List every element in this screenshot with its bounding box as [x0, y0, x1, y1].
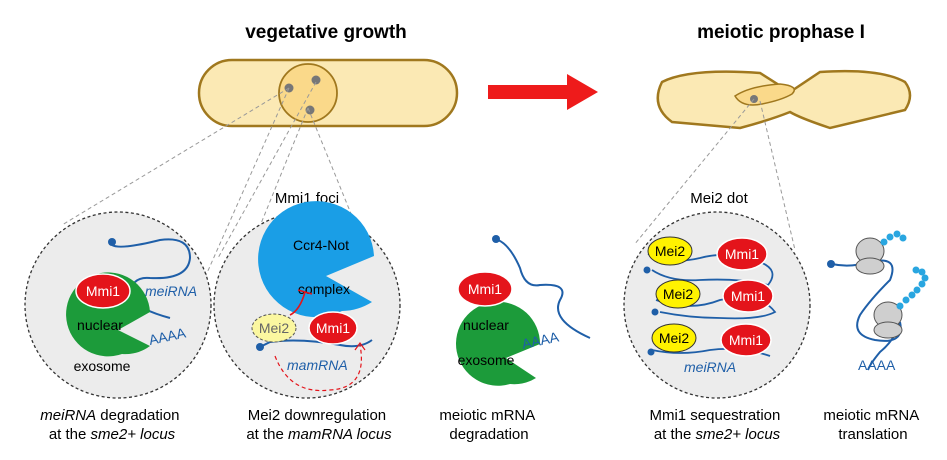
nascent-peptide — [896, 266, 929, 310]
caption-4-line1: Mmi1 sequestration — [649, 407, 780, 424]
rna-5prime-cap — [108, 238, 116, 246]
caption-mei2-downregulation: Mei2 downregulation at the mamRNA locus — [246, 407, 392, 443]
mmi1-protein — [722, 279, 774, 313]
zoom-panel-meirna-degradation: Mmi1 nuclear exosome meiRNA AAAA — [24, 211, 212, 399]
ccr4-not-label: Ccr4-Not — [293, 237, 349, 253]
exosome-label: exosome — [458, 352, 515, 368]
ccr4-not-complex — [258, 201, 374, 318]
mmi1-label: Mmi1 — [729, 332, 763, 348]
caption-1-italic: meiRNA — [40, 407, 96, 424]
mmi1-label: Mmi1 — [86, 283, 120, 299]
caption-meirna-degradation: meiRNA degradation at the sme2+ locus — [40, 407, 183, 443]
vegetative-cell — [197, 58, 459, 128]
caption-3-line1: meiotic mRNA — [439, 407, 535, 424]
feedback-loop — [274, 344, 362, 392]
mrna-strand — [497, 239, 591, 339]
mmi1-protein — [720, 323, 772, 357]
zoom-lines-left — [61, 81, 381, 301]
mmi1-label: Mmi1 — [731, 288, 765, 304]
mmi1-protein — [308, 311, 358, 345]
title-meiotic-prophase: meiotic prophase I — [697, 22, 865, 43]
mei2-label: Mei2 — [663, 286, 694, 302]
caption-mmi1-sequestration: Mmi1 sequestration at the sme2+ locus — [649, 407, 784, 443]
mei2-protein-dim — [251, 313, 297, 343]
panel-meiotic-mrna-degradation: Mmi1 nuclear exosome AAAA — [456, 235, 591, 386]
caption-2-line2-italic: mamRNA locus — [288, 426, 392, 443]
caption-1-rest: degradation — [96, 407, 179, 424]
polya-tail: AAAA — [520, 328, 561, 352]
nucleus — [278, 63, 338, 123]
exosome-label: exosome — [74, 358, 131, 374]
mei2-protein — [655, 279, 701, 309]
rna-5prime-cap — [256, 343, 264, 351]
mei2-protein — [647, 236, 693, 266]
nascent-peptide — [880, 230, 907, 246]
mamrna-label: mamRNA — [287, 357, 348, 373]
complex-label: complex — [298, 281, 350, 297]
rna-5prime-cap — [492, 235, 500, 243]
nuclear-label: nuclear — [463, 317, 509, 333]
meirna-label: meiRNA — [684, 359, 736, 375]
mei2-label: Mei2 — [259, 320, 290, 336]
transition-arrow — [488, 74, 598, 110]
polya-tail: AAAA — [858, 357, 896, 373]
mei2-protein — [651, 323, 697, 353]
zoom-lines-right — [633, 98, 796, 251]
nuclear-label: nuclear — [77, 317, 123, 333]
zoom-panel-mmi1-sequestration: Mei2 Mmi1 Mei2 Mmi1 Mei2 Mmi1 meiRNA — [623, 211, 811, 399]
caption-1-line2-italic: sme2+ locus — [91, 426, 176, 443]
mmi1-focus-dot — [305, 105, 315, 115]
mmi1-label: Mmi1 — [468, 281, 502, 297]
caption-4-line2-italic: sme2+ locus — [696, 426, 781, 443]
mei2-dot-label: Mei2 dot — [690, 190, 748, 207]
mei2-label: Mei2 — [655, 243, 686, 259]
caption-5-line1: meiotic mRNA — [823, 407, 919, 424]
caption-2-line1: Mei2 downregulation — [248, 407, 386, 424]
mmi1-protein — [457, 271, 513, 307]
horsetail-nucleus — [733, 83, 795, 106]
caption-1-line2-pre: at the — [49, 426, 91, 443]
mei2-label: Mei2 — [659, 330, 690, 346]
caption-2-line2-pre: at the — [246, 426, 288, 443]
rna-5prime-cap — [827, 260, 835, 268]
polya-tail: AAAA — [147, 324, 188, 348]
mmi1-label: Mmi1 — [316, 320, 350, 336]
caption-3-line2: degradation — [449, 426, 528, 443]
mmi1-protein — [716, 237, 768, 271]
caption-meiotic-mrna-translation: meiotic mRNA translation — [823, 407, 922, 443]
caption-4-line2-pre: at the — [654, 426, 696, 443]
mmi1-protein — [75, 273, 131, 309]
caption-meiotic-mrna-degradation: meiotic mRNA degradation — [439, 407, 538, 443]
panel-meiotic-mrna-translation: AAAA — [827, 230, 929, 373]
meirna-label: meiRNA — [145, 283, 197, 299]
mmi1-label: Mmi1 — [725, 246, 759, 262]
exosome-shape — [456, 301, 541, 386]
title-vegetative-growth: vegetative growth — [245, 22, 407, 43]
mmi1-focus-dot — [311, 75, 321, 85]
caption-5-line2: translation — [838, 426, 907, 443]
inhibition-line — [289, 291, 306, 316]
zoom-panel-mei2-downregulation: Ccr4-Not complex Mei2 Mmi1 mamRNA — [213, 201, 401, 399]
meiotic-cell — [656, 69, 912, 130]
